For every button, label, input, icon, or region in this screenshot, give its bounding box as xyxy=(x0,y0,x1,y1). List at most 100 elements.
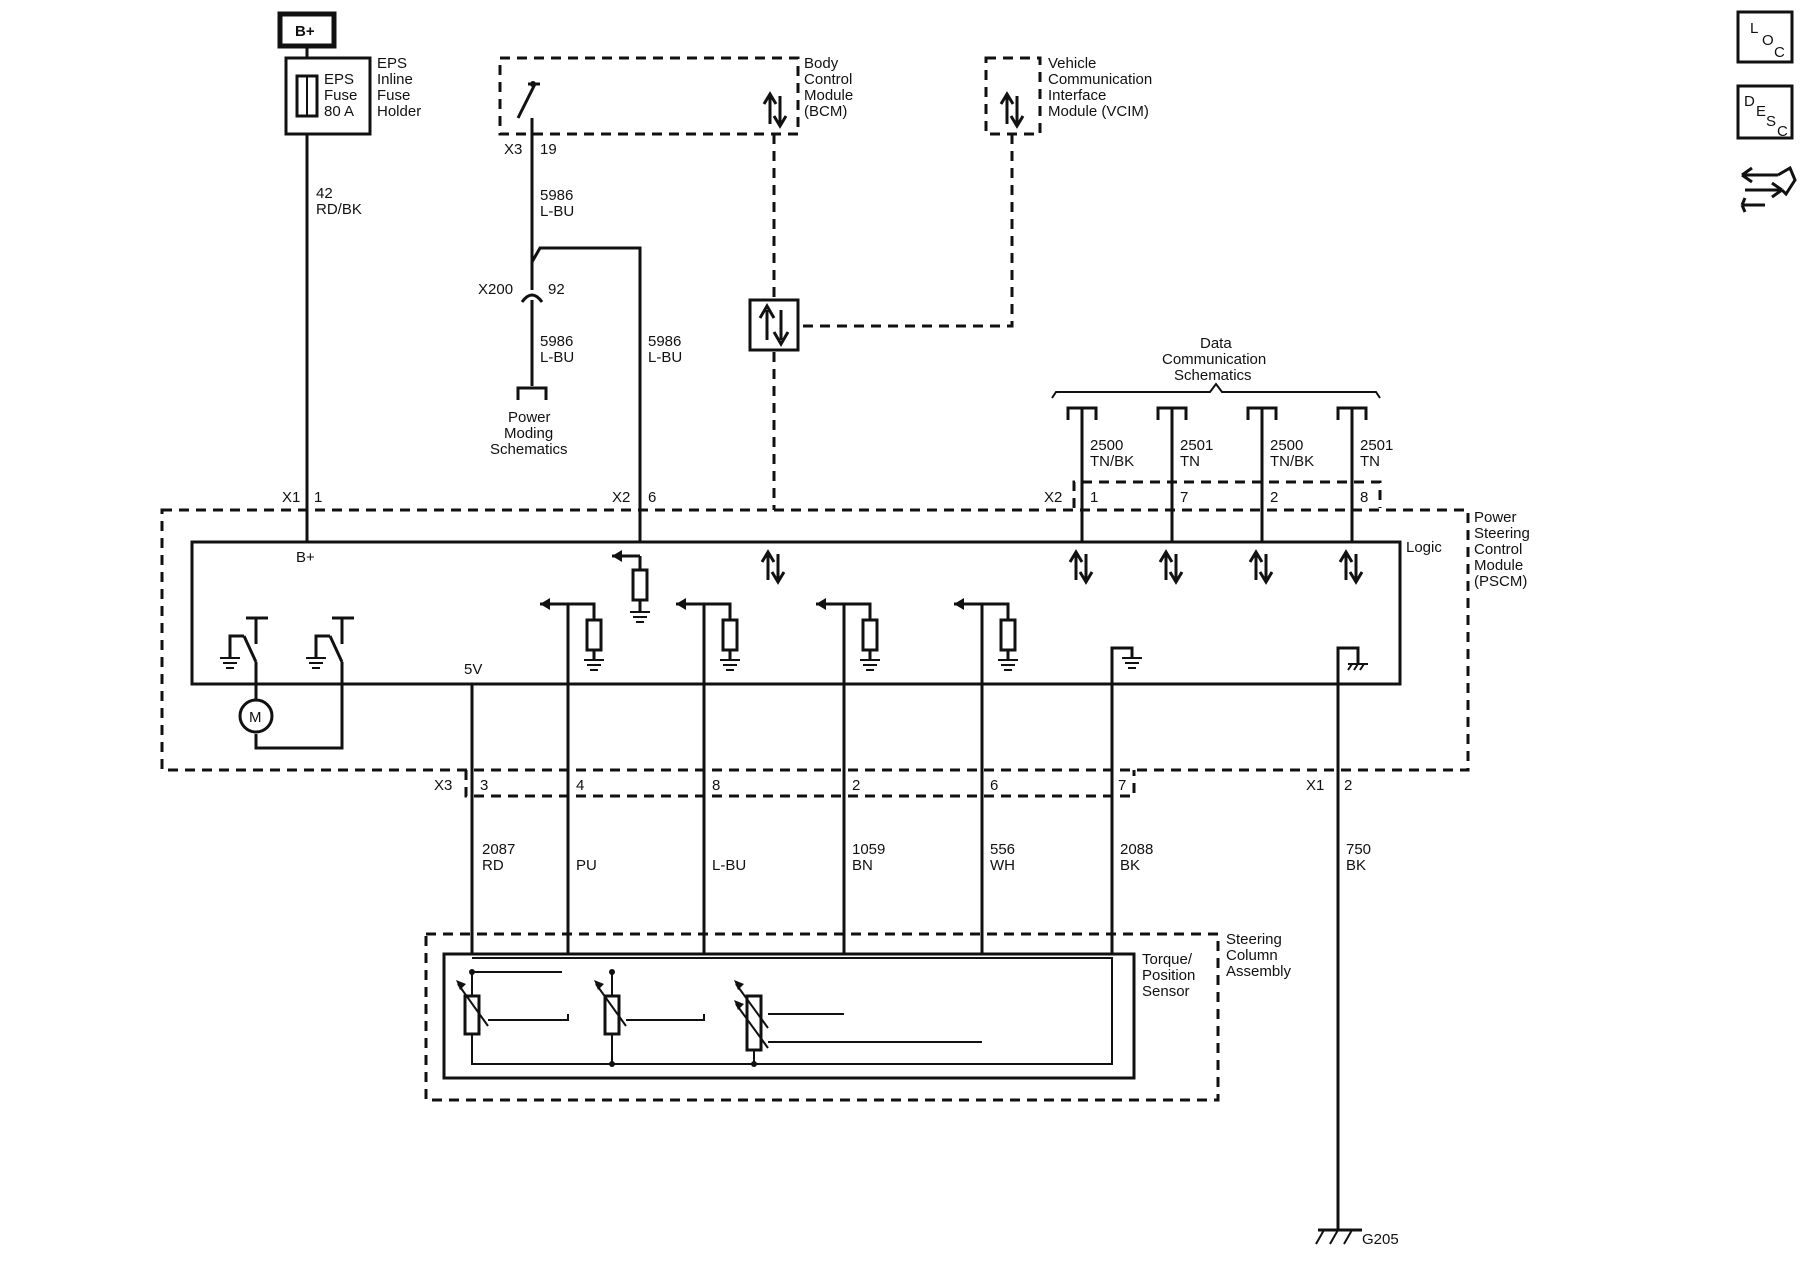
diagram-label: Communication xyxy=(1048,71,1152,88)
bcm-module xyxy=(498,56,800,136)
diagram-label: 2 xyxy=(1344,777,1352,794)
diagram-label: Moding xyxy=(504,425,553,442)
diagram-label: L-BU xyxy=(712,857,746,874)
diagram-label: 80 A xyxy=(324,103,354,120)
diagram-label: 5986 xyxy=(540,333,573,350)
diagram-label: C xyxy=(1774,44,1785,61)
diagram-label: 2087 xyxy=(482,841,515,858)
diagram-label: 42 xyxy=(316,185,333,202)
diagram-label: L xyxy=(1750,20,1758,37)
sensor-ground-symbol xyxy=(1110,646,1142,684)
pscm-module xyxy=(160,508,1470,772)
power-moding-label: Power Moding Schematics xyxy=(490,409,568,458)
diagram-label: TN xyxy=(1180,453,1200,470)
x200-connector xyxy=(520,293,544,303)
data-comm-connectors xyxy=(1066,406,1368,420)
diagram-label: 6 xyxy=(648,489,656,506)
diagram-label: 5986 xyxy=(648,333,681,350)
diagram-label: Fuse xyxy=(377,87,410,104)
diagram-label: BN xyxy=(852,857,873,874)
diagram-label: Control xyxy=(804,71,852,88)
diagram-label: Column xyxy=(1226,947,1278,964)
diagram-label: WH xyxy=(990,857,1015,874)
input-resistor-bn xyxy=(816,598,880,671)
chassis-ground-symbol xyxy=(1336,646,1368,684)
data-comm-label: Data Communication Schematics xyxy=(1162,335,1266,384)
diagram-label: 3 xyxy=(480,777,488,794)
diagram-label: Position xyxy=(1142,967,1195,984)
diagram-label: 4 xyxy=(576,777,584,794)
x3-bottom-label: X3 xyxy=(434,777,452,794)
x1-top-label: X1 xyxy=(282,489,300,506)
vcim-data-link xyxy=(800,134,1014,328)
diagram-label: Inline xyxy=(377,71,413,88)
diagram-label: 556 xyxy=(990,841,1015,858)
bplus-source: B+ xyxy=(277,11,337,49)
diagram-label: C xyxy=(1777,123,1788,140)
diagram-label: Module xyxy=(804,87,853,104)
power-moding-connector xyxy=(516,386,548,400)
x2-right-label: X2 xyxy=(1044,489,1062,506)
diagram-label: Steering xyxy=(1226,931,1282,948)
diagram-label: 750 xyxy=(1346,841,1371,858)
diagram-label: Interface xyxy=(1048,87,1106,104)
diagram-label: 1059 xyxy=(852,841,885,858)
x200-label: X200 xyxy=(478,281,513,298)
pscm-label: Power Steering Control Module (PSCM) xyxy=(1474,509,1530,590)
diagram-label: PU xyxy=(576,857,597,874)
loc-icon[interactable]: L O C xyxy=(1736,10,1794,64)
diagram-label: RD/BK xyxy=(316,201,362,218)
diagram-label: 2501 xyxy=(1360,437,1393,454)
diagram-label: 2500 xyxy=(1270,437,1303,454)
five-volt-label: 5V xyxy=(464,661,482,678)
input-resistor-pu xyxy=(540,598,604,671)
diagram-label: TN/BK xyxy=(1090,453,1134,470)
steering-column-assembly xyxy=(424,932,1220,1102)
gateway-data-symbol xyxy=(748,298,800,352)
diagram-label: Body xyxy=(804,55,839,72)
diagram-label: BK xyxy=(1346,857,1366,874)
diagram-label: 2 xyxy=(1270,489,1278,506)
eps-fuse-holder: EPS Fuse 80 A xyxy=(284,56,372,136)
input-resistor-lbu xyxy=(676,598,740,671)
logic-data-arrows xyxy=(760,549,1364,585)
diagram-label: 7 xyxy=(1180,489,1188,506)
x2-left-label: X2 xyxy=(612,489,630,506)
diagram-label: Holder xyxy=(377,103,421,120)
bplus-inside: B+ xyxy=(296,549,315,566)
diagram-label: 8 xyxy=(712,777,720,794)
diagram-label: O xyxy=(1762,32,1774,49)
connector-tool-icon[interactable] xyxy=(1740,165,1797,213)
x200-pin: 92 xyxy=(548,281,565,298)
wire-5986-branch xyxy=(530,246,642,542)
diagram-label: L-BU xyxy=(648,349,682,366)
diagram-label: 8 xyxy=(1360,489,1368,506)
steering-column-label: Steering Column Assembly xyxy=(1226,931,1292,980)
diagram-label: 1 xyxy=(1090,489,1098,506)
diagram-label: Module xyxy=(1474,557,1523,574)
diagram-label: EPS xyxy=(324,71,354,88)
motor-relay-left xyxy=(220,616,268,700)
diagram-label: BK xyxy=(1120,857,1140,874)
diagram-label: Power xyxy=(508,409,551,426)
diagram-label: 5986 xyxy=(540,187,573,204)
diagram-label: D xyxy=(1744,93,1755,110)
diagram-label: Sensor xyxy=(1142,983,1190,1000)
vcim-label: Vehicle Communication Interface Module (… xyxy=(1048,55,1152,120)
desc-icon[interactable]: D E S C xyxy=(1736,84,1794,140)
diagram-label: E xyxy=(1756,103,1766,120)
diagram-label: B+ xyxy=(295,23,315,40)
diagram-label: 2501 xyxy=(1180,437,1213,454)
bcm-x3-label: X3 xyxy=(504,141,522,158)
diagram-label: 2088 xyxy=(1120,841,1153,858)
diagram-label: Fuse xyxy=(324,87,357,104)
diagram-label: 2500 xyxy=(1090,437,1123,454)
diagram-label: (BCM) xyxy=(804,103,847,120)
diagram-label: L-BU xyxy=(540,349,574,366)
g205-ground-symbol xyxy=(1315,1228,1362,1245)
diagram-label: 2 xyxy=(852,777,860,794)
diagram-label: (PSCM) xyxy=(1474,573,1527,590)
diagram-label: TN/BK xyxy=(1270,453,1314,470)
diagram-label: Power xyxy=(1474,509,1517,526)
